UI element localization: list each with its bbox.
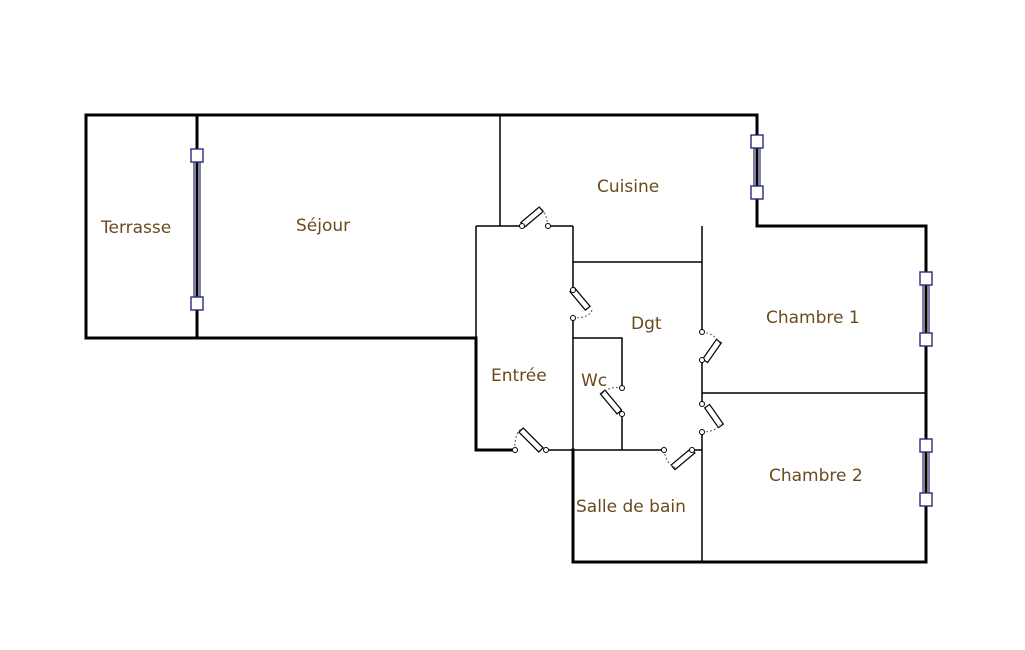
door-chambre-2 xyxy=(699,401,725,435)
room-label-wc: Wc xyxy=(581,371,607,391)
room-label-cuisine: Cuisine xyxy=(597,177,659,197)
room-label-terrasse: Terrasse xyxy=(100,218,171,238)
door-wc xyxy=(599,385,625,417)
room-label-entree: Entrée xyxy=(491,366,547,386)
window-terrasse xyxy=(190,148,204,311)
room-label-salle-de-bain: Salle de bain xyxy=(576,497,686,517)
window-cuisine xyxy=(750,134,764,200)
interior-walls xyxy=(475,115,926,562)
window-chambre-2 xyxy=(919,438,933,507)
window-chambre-1 xyxy=(919,271,933,347)
door-cuisine xyxy=(519,205,551,229)
door-entree xyxy=(512,427,549,453)
room-label-dgt: Dgt xyxy=(631,314,662,334)
door-chambre-1 xyxy=(699,329,723,364)
door-salle-de-bain xyxy=(661,447,696,471)
door-dgt-entree xyxy=(569,287,593,321)
room-label-chambre-2: Chambre 2 xyxy=(769,466,863,486)
room-label-sejour: Séjour xyxy=(296,216,350,236)
exterior-walls xyxy=(84,113,928,564)
room-label-chambre-1: Chambre 1 xyxy=(766,308,860,328)
